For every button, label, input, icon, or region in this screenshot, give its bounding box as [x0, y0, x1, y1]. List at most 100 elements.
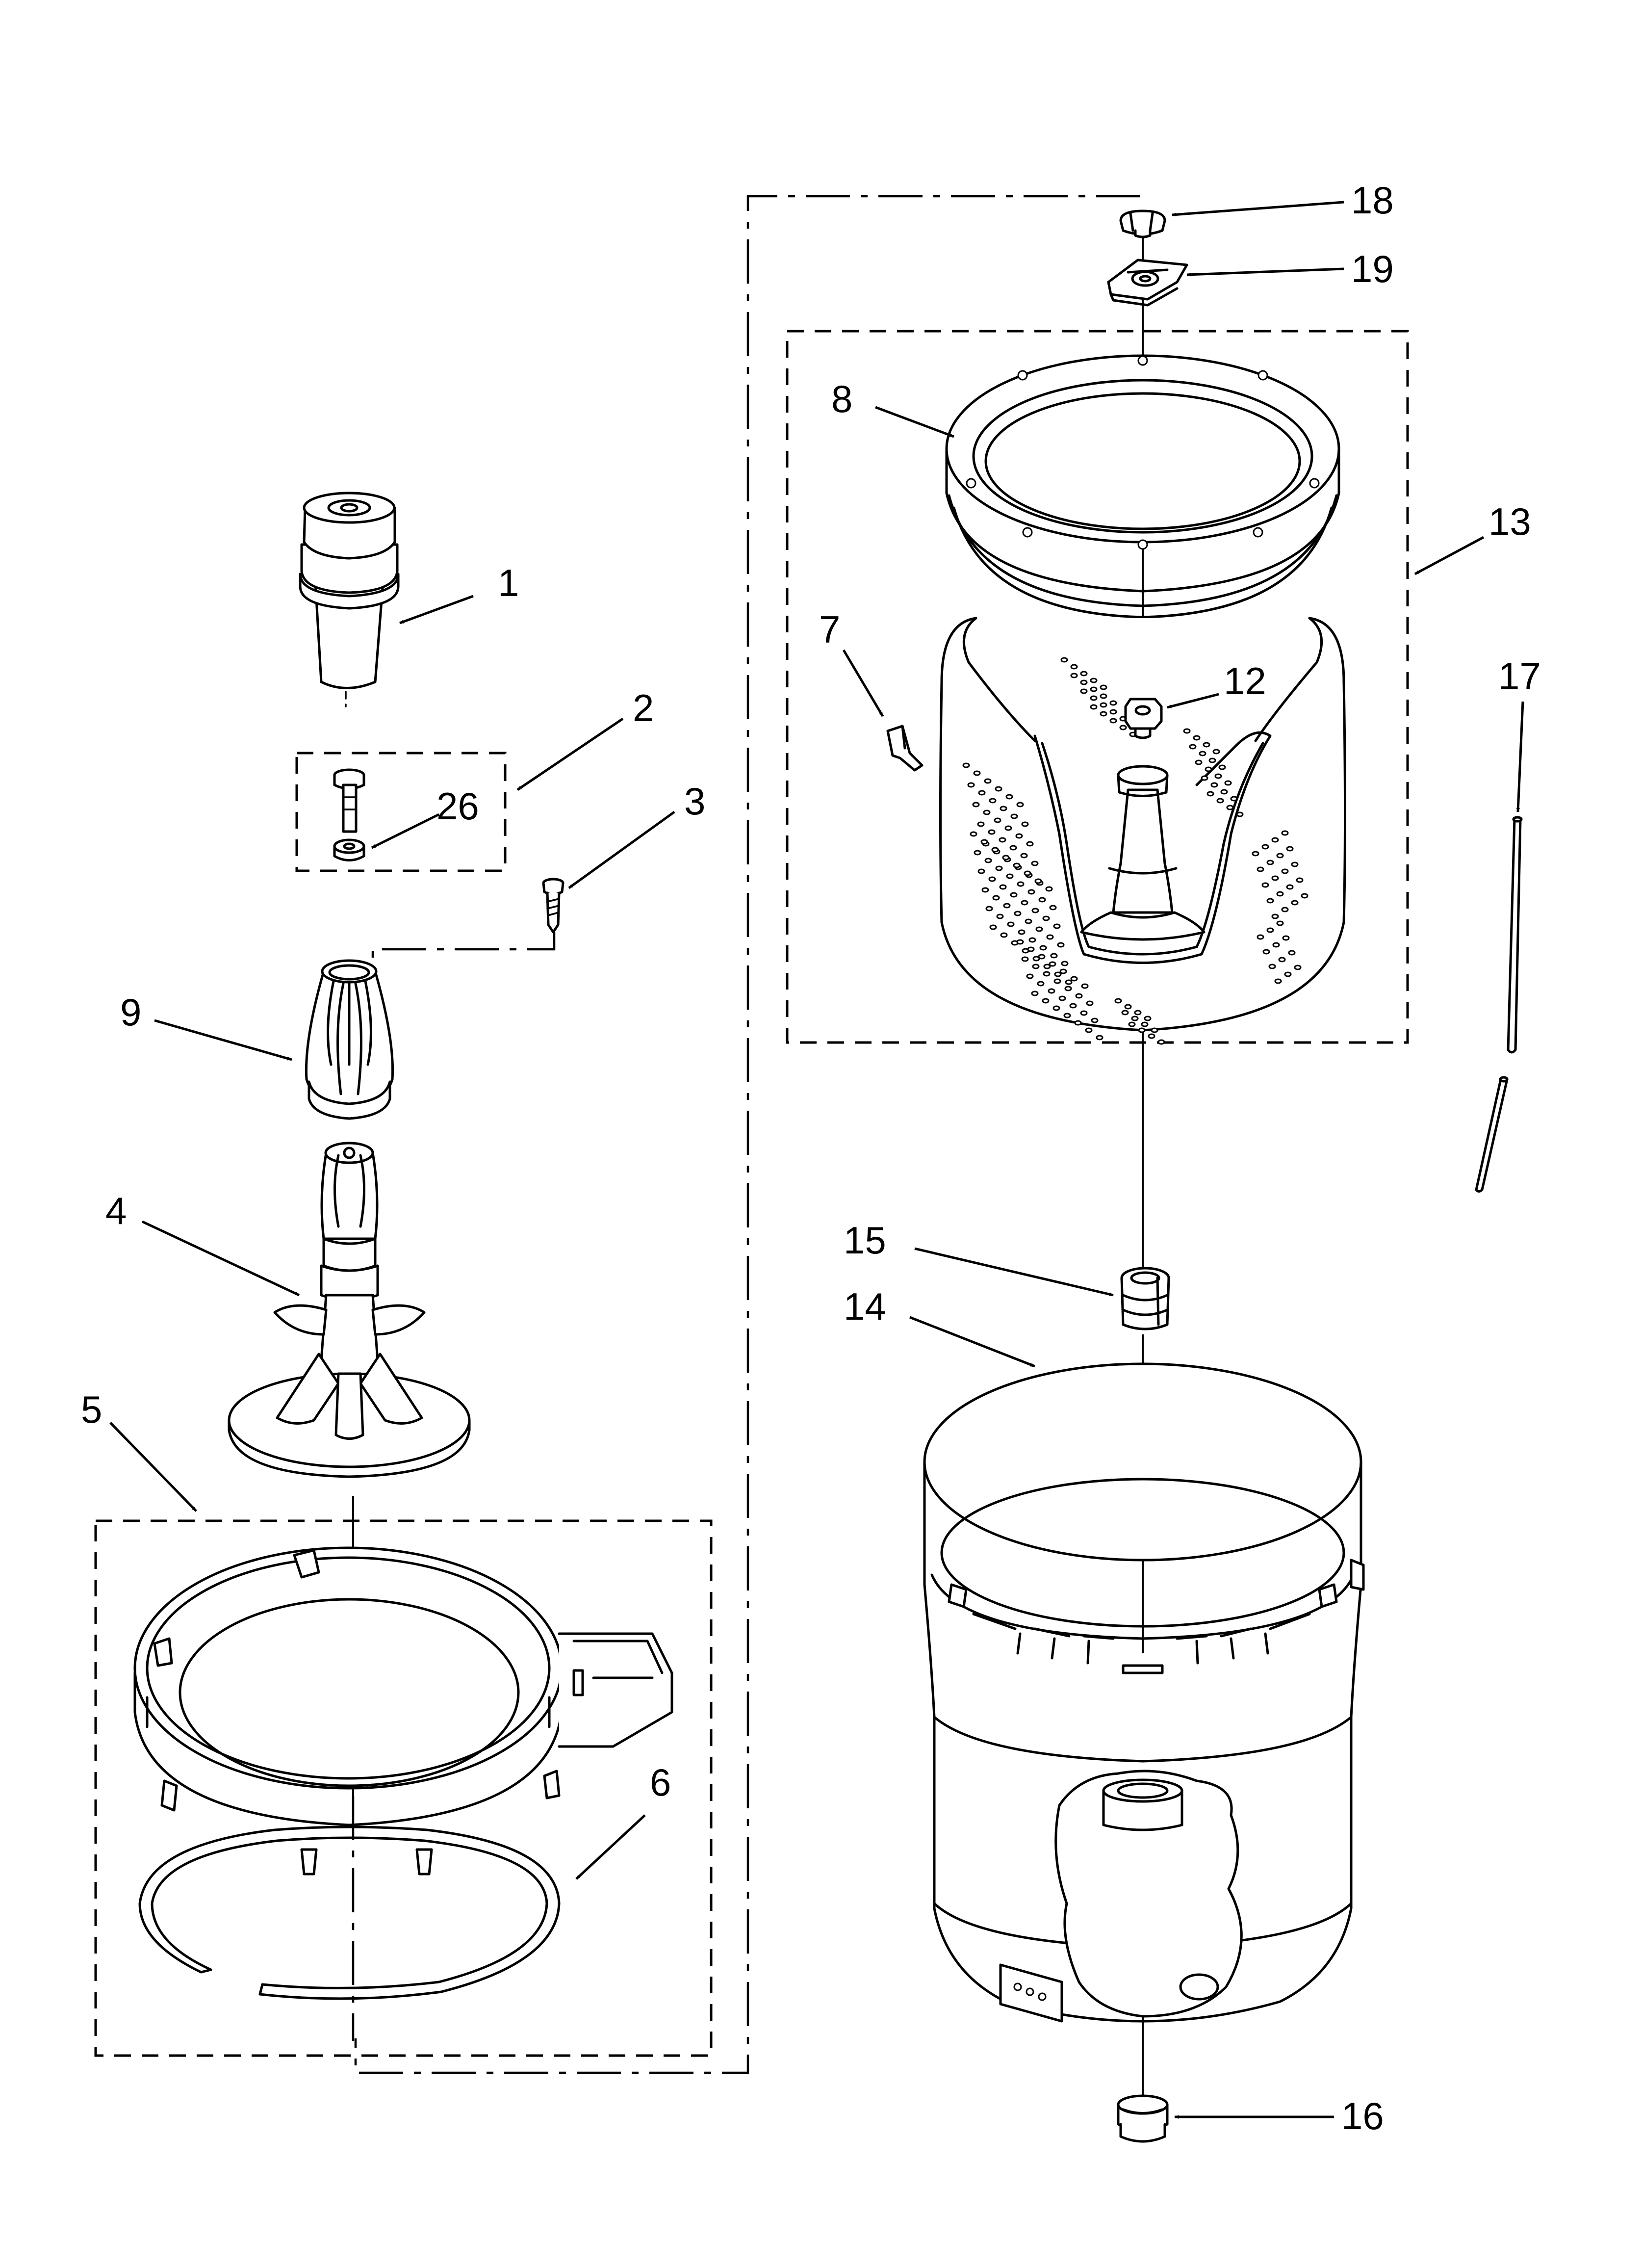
callout-6: 6 [650, 1761, 671, 1804]
perforation-hole [1276, 920, 1284, 926]
part-18-cap [1119, 209, 1166, 238]
perforation-hole [1257, 934, 1264, 940]
perforation-hole [1157, 1039, 1165, 1045]
part-6-clip-ring [138, 1825, 561, 2000]
leader-5 [109, 1422, 197, 1512]
perforation-hole [1272, 942, 1280, 948]
perforation-hole [977, 821, 985, 827]
part-9-cam [305, 959, 394, 1120]
perforation-hole [1054, 971, 1062, 977]
perforation-hole [1014, 911, 1022, 916]
leader-6 [575, 1814, 646, 1880]
perforation-hole [1284, 971, 1292, 977]
perforation-hole [1070, 664, 1078, 670]
perforation-hole [1100, 702, 1107, 708]
part-16-plug [1117, 2094, 1169, 2143]
perforation-hole [1043, 971, 1051, 977]
perforation-hole [978, 790, 986, 796]
perforation-hole [1039, 945, 1047, 951]
perforation-hole [977, 868, 985, 874]
perforation-hole [1018, 929, 1026, 935]
perforation-hole [1236, 811, 1244, 817]
perforation-hole [1042, 998, 1050, 1004]
perforation-hole [980, 839, 988, 845]
part-2-bolt [333, 768, 365, 833]
group-box-13 [786, 330, 1409, 1044]
perforation-hole [1271, 913, 1279, 919]
perforation-hole [1027, 946, 1035, 952]
perforation-hole [1037, 981, 1045, 987]
part-4-agitator [228, 1142, 471, 1478]
perforation-hole [1070, 673, 1078, 678]
perforation-hole [1286, 884, 1294, 890]
perforation-hole [988, 829, 996, 835]
part-14-tub [923, 1362, 1365, 2023]
leader-19 [1186, 267, 1344, 277]
perforation-hole [1189, 744, 1197, 750]
perforation-hole [1291, 900, 1299, 906]
perforation-hole [1109, 709, 1117, 715]
perforation-hole [1141, 1021, 1149, 1027]
perforation-hole [1031, 860, 1039, 866]
perforation-hole [1282, 935, 1290, 941]
callout-26: 26 [436, 784, 479, 828]
leader-2 [516, 717, 624, 791]
perforation-hole [1134, 1010, 1142, 1016]
perforation-hole [1069, 1003, 1077, 1009]
perforation-hole [1086, 1000, 1094, 1006]
group-boxes [94, 330, 1409, 2057]
perforation-hole [1199, 751, 1206, 756]
perforation-hole [1212, 749, 1220, 755]
perforation-hole [1015, 833, 1023, 839]
perforation-hole [1021, 900, 1028, 906]
perforation-hole [1266, 927, 1274, 933]
perforation-hole [1080, 671, 1088, 677]
perforation-hole [1276, 891, 1284, 897]
perforation-hole [1003, 903, 1011, 909]
perforation-hole [1049, 905, 1057, 911]
perforation-hole [1261, 844, 1269, 850]
perforation-hole [1121, 1010, 1129, 1016]
callout-19: 19 [1351, 247, 1394, 290]
perforation-hole [1281, 907, 1289, 912]
perforation-hole [1114, 998, 1122, 1004]
perforation-hole [1100, 693, 1107, 699]
callout-9: 9 [120, 991, 141, 1034]
perforation-hole [1002, 855, 1010, 860]
callout-15: 15 [844, 1219, 886, 1262]
perforation-hole [1020, 853, 1028, 859]
part-7-clip [886, 725, 924, 772]
perforation-hole [1074, 1020, 1082, 1026]
perforation-hole [1278, 957, 1286, 963]
perforation-hole [1060, 657, 1068, 663]
perforation-hole [1216, 798, 1224, 804]
perforation-hole [1288, 950, 1296, 956]
perforation-hole [1038, 954, 1046, 960]
perforation-hole [1031, 991, 1039, 996]
perforation-hole [1210, 782, 1218, 788]
perforation-hole [1090, 686, 1098, 692]
group-box-2 [295, 752, 507, 872]
leader-9 [154, 1019, 292, 1061]
perforation-hole [1214, 773, 1222, 779]
perforation-hole [1058, 995, 1066, 1001]
part-15-seal [1120, 1267, 1170, 1330]
perforation-hole [1291, 861, 1299, 867]
leader-4 [141, 1220, 300, 1297]
perforation-hole [967, 782, 975, 788]
perforation-hole [1203, 742, 1210, 748]
callout-3: 3 [684, 780, 705, 823]
leader-26 [371, 813, 440, 849]
leader-8 [875, 406, 954, 438]
perforation-hole [1220, 789, 1228, 795]
perforation-hole [1091, 1017, 1099, 1023]
perforation-hole [1081, 983, 1089, 989]
perforation-hole [1050, 953, 1058, 959]
callout-18: 18 [1351, 179, 1394, 222]
perforation-hole [1218, 764, 1226, 770]
perforation-hole [1230, 796, 1238, 802]
perforation-hole [1124, 1004, 1132, 1010]
perforation-hole [1090, 695, 1098, 701]
perforation-hole [1000, 806, 1007, 811]
perforation-hole [970, 831, 977, 837]
